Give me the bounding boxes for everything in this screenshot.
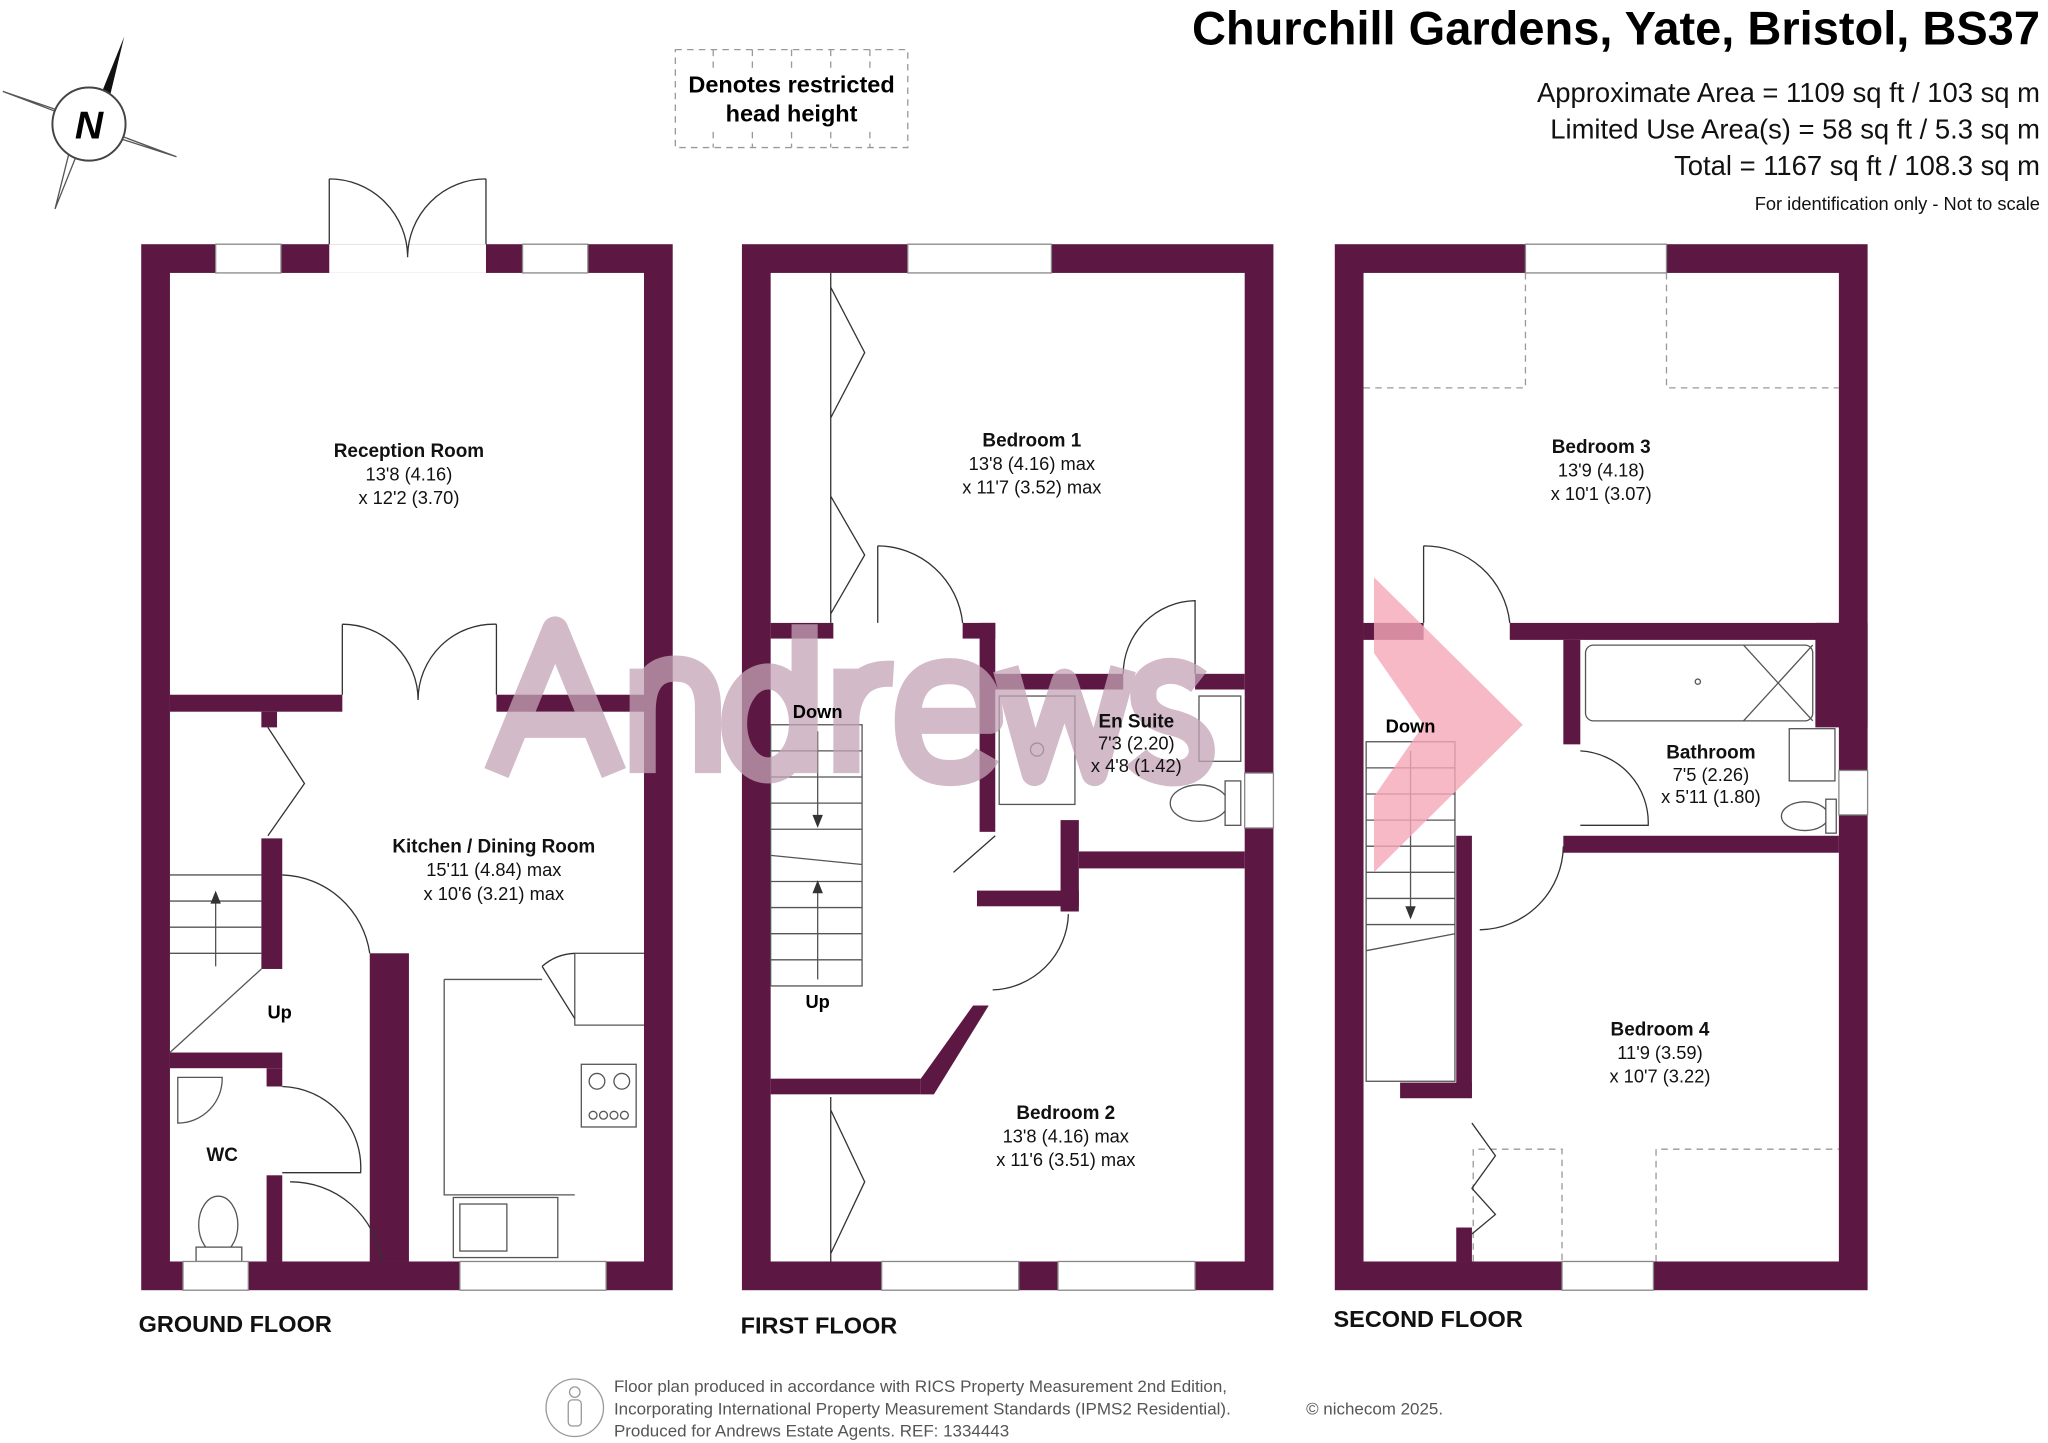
room-dim: x 10'1 (3.07) [1551,483,1652,504]
footer-copyright: © nichecom 2025. [1306,1399,1443,1418]
approx-area: Approximate Area = 1109 sq ft / 103 sq m [1537,77,2040,108]
legend-line1: Denotes restricted [688,72,894,98]
compass-label: N [75,104,104,147]
total-area: Total = 1167 sq ft / 108.3 sq m [1674,150,2040,181]
ground-stairs-up: Up [267,1002,291,1023]
labels-over-watermark: Down Up En Suite 7'3 (2.20) x 4'8 (1.42)… [793,701,1436,1012]
room-dim: 11'9 (3.59) [1617,1042,1702,1063]
room-dim: 7'3 (2.20) [1098,733,1175,754]
disclaimer: For identification only - Not to scale [1755,193,2040,214]
footer-line1: Floor plan produced in accordance with R… [614,1377,1227,1396]
person-icon [545,1378,605,1438]
arrow-graphic [1373,577,1523,873]
room-dim: x 11'7 (3.52) max [962,477,1101,498]
room-dim: x 10'6 (3.21) max [424,883,565,904]
second-stairs-down: Down [1386,716,1436,737]
limited-area: Limited Use Area(s) = 58 sq ft / 5.3 sq … [1550,113,2040,144]
room-dim: 13'8 (4.16) max [1003,1126,1129,1147]
room-name: Kitchen / Dining Room [392,837,595,858]
floor-label: FIRST FLOOR [741,1312,898,1338]
footer: Floor plan produced in accordance with R… [545,1377,1443,1440]
floor-label: GROUND FLOOR [139,1311,332,1337]
ground-floor: Up Reception Room 13'8 (4.16) x 12'2 (3.… [139,178,673,1337]
room-dim: 13'8 (4.16) max [969,453,1095,474]
floor-label: SECOND FLOOR [1333,1306,1522,1332]
room-dim: 13'8 (4.16) [366,464,453,485]
room-dim: x 12'2 (3.70) [358,487,459,508]
room-dim: 7'5 (2.26) [1673,764,1750,785]
room-dim: x 10'7 (3.22) [1609,1066,1710,1087]
room-dim: x 5'11 (1.80) [1661,786,1761,807]
legend-line2: head height [726,100,858,126]
restricted-height-legend: Denotes restricted head height [674,48,909,149]
staircase [169,874,262,1054]
room-name: Bedroom 4 [1611,1020,1710,1041]
room-dim: x 4'8 (1.42) [1091,755,1182,776]
compass-north-icon: N [2,36,177,210]
room-name: Bedroom 2 [1016,1103,1115,1124]
room-name: WC [206,1145,238,1166]
footer-line3: Produced for Andrews Estate Agents. REF:… [614,1421,1009,1440]
first-stairs-up: Up [805,991,829,1012]
room-name: Bedroom 1 [982,431,1081,452]
room-dim: x 11'6 (3.51) max [996,1149,1135,1170]
room-name: En Suite [1098,711,1174,732]
room-name: Reception Room [334,441,484,462]
watermark-logo [484,616,1215,787]
room-name: Bedroom 3 [1552,437,1651,458]
footer-line2: Incorporating International Property Mea… [614,1399,1231,1418]
room-name: Bathroom [1666,743,1755,764]
first-floor: Bedroom 1 13'8 (4.16) max x 11'7 (3.52) … [741,243,1275,1338]
first-stairs-down: Down [793,701,843,722]
room-dim: 13'9 (4.18) [1558,460,1645,481]
second-floor: Bedroom 3 13'9 (4.18) x 10'1 (3.07) Bath… [1333,243,1869,1332]
room-dim: 15'11 (4.84) max [426,859,561,880]
property-title: Churchill Gardens, Yate, Bristol, BS37 [1192,1,2040,54]
